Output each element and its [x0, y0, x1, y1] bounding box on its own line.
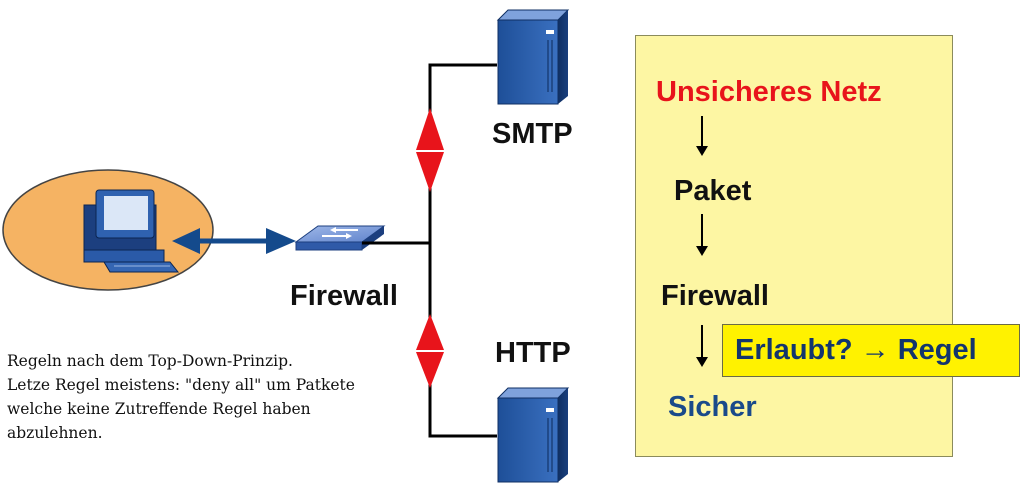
- flow-step-safe: Sicher: [668, 391, 757, 423]
- smtp-label: SMTP: [492, 118, 573, 150]
- client-computer-icon: [83, 189, 180, 273]
- note-line: Regeln nach dem Top-Down-Prinzip.: [7, 352, 293, 370]
- rules-note: Regeln nach dem Top-Down-Prinzip. Letze …: [7, 349, 427, 445]
- flow-panel: [635, 35, 953, 457]
- firewall-switch-icon: [294, 225, 386, 251]
- http-red-arrow: [416, 314, 444, 388]
- flow-arrow-down-icon: [695, 214, 709, 256]
- flow-arrow-down-icon: [695, 325, 709, 367]
- note-line: abzulehnen.: [7, 424, 103, 442]
- flow-step-packet: Paket: [674, 175, 752, 207]
- smtp-red-arrow: [416, 108, 444, 192]
- smtp-server-icon: [496, 9, 570, 105]
- http-label: HTTP: [495, 337, 571, 369]
- http-server-icon: [496, 387, 570, 483]
- client-firewall-arrow: [172, 228, 296, 254]
- note-line: Letze Regel meistens: "deny all" um Patk…: [7, 376, 355, 394]
- rule-check-box: Erlaubt? → Regel: [722, 324, 1020, 377]
- flow-step-firewall: Firewall: [661, 280, 769, 312]
- network-wiring: [362, 63, 497, 438]
- flow-arrow-down-icon: [695, 116, 709, 156]
- note-line: welche keine Zutreffende Regel haben: [7, 400, 311, 418]
- firewall-label: Firewall: [290, 280, 398, 312]
- flow-step-unsafe-network: Unsicheres Netz: [656, 76, 882, 108]
